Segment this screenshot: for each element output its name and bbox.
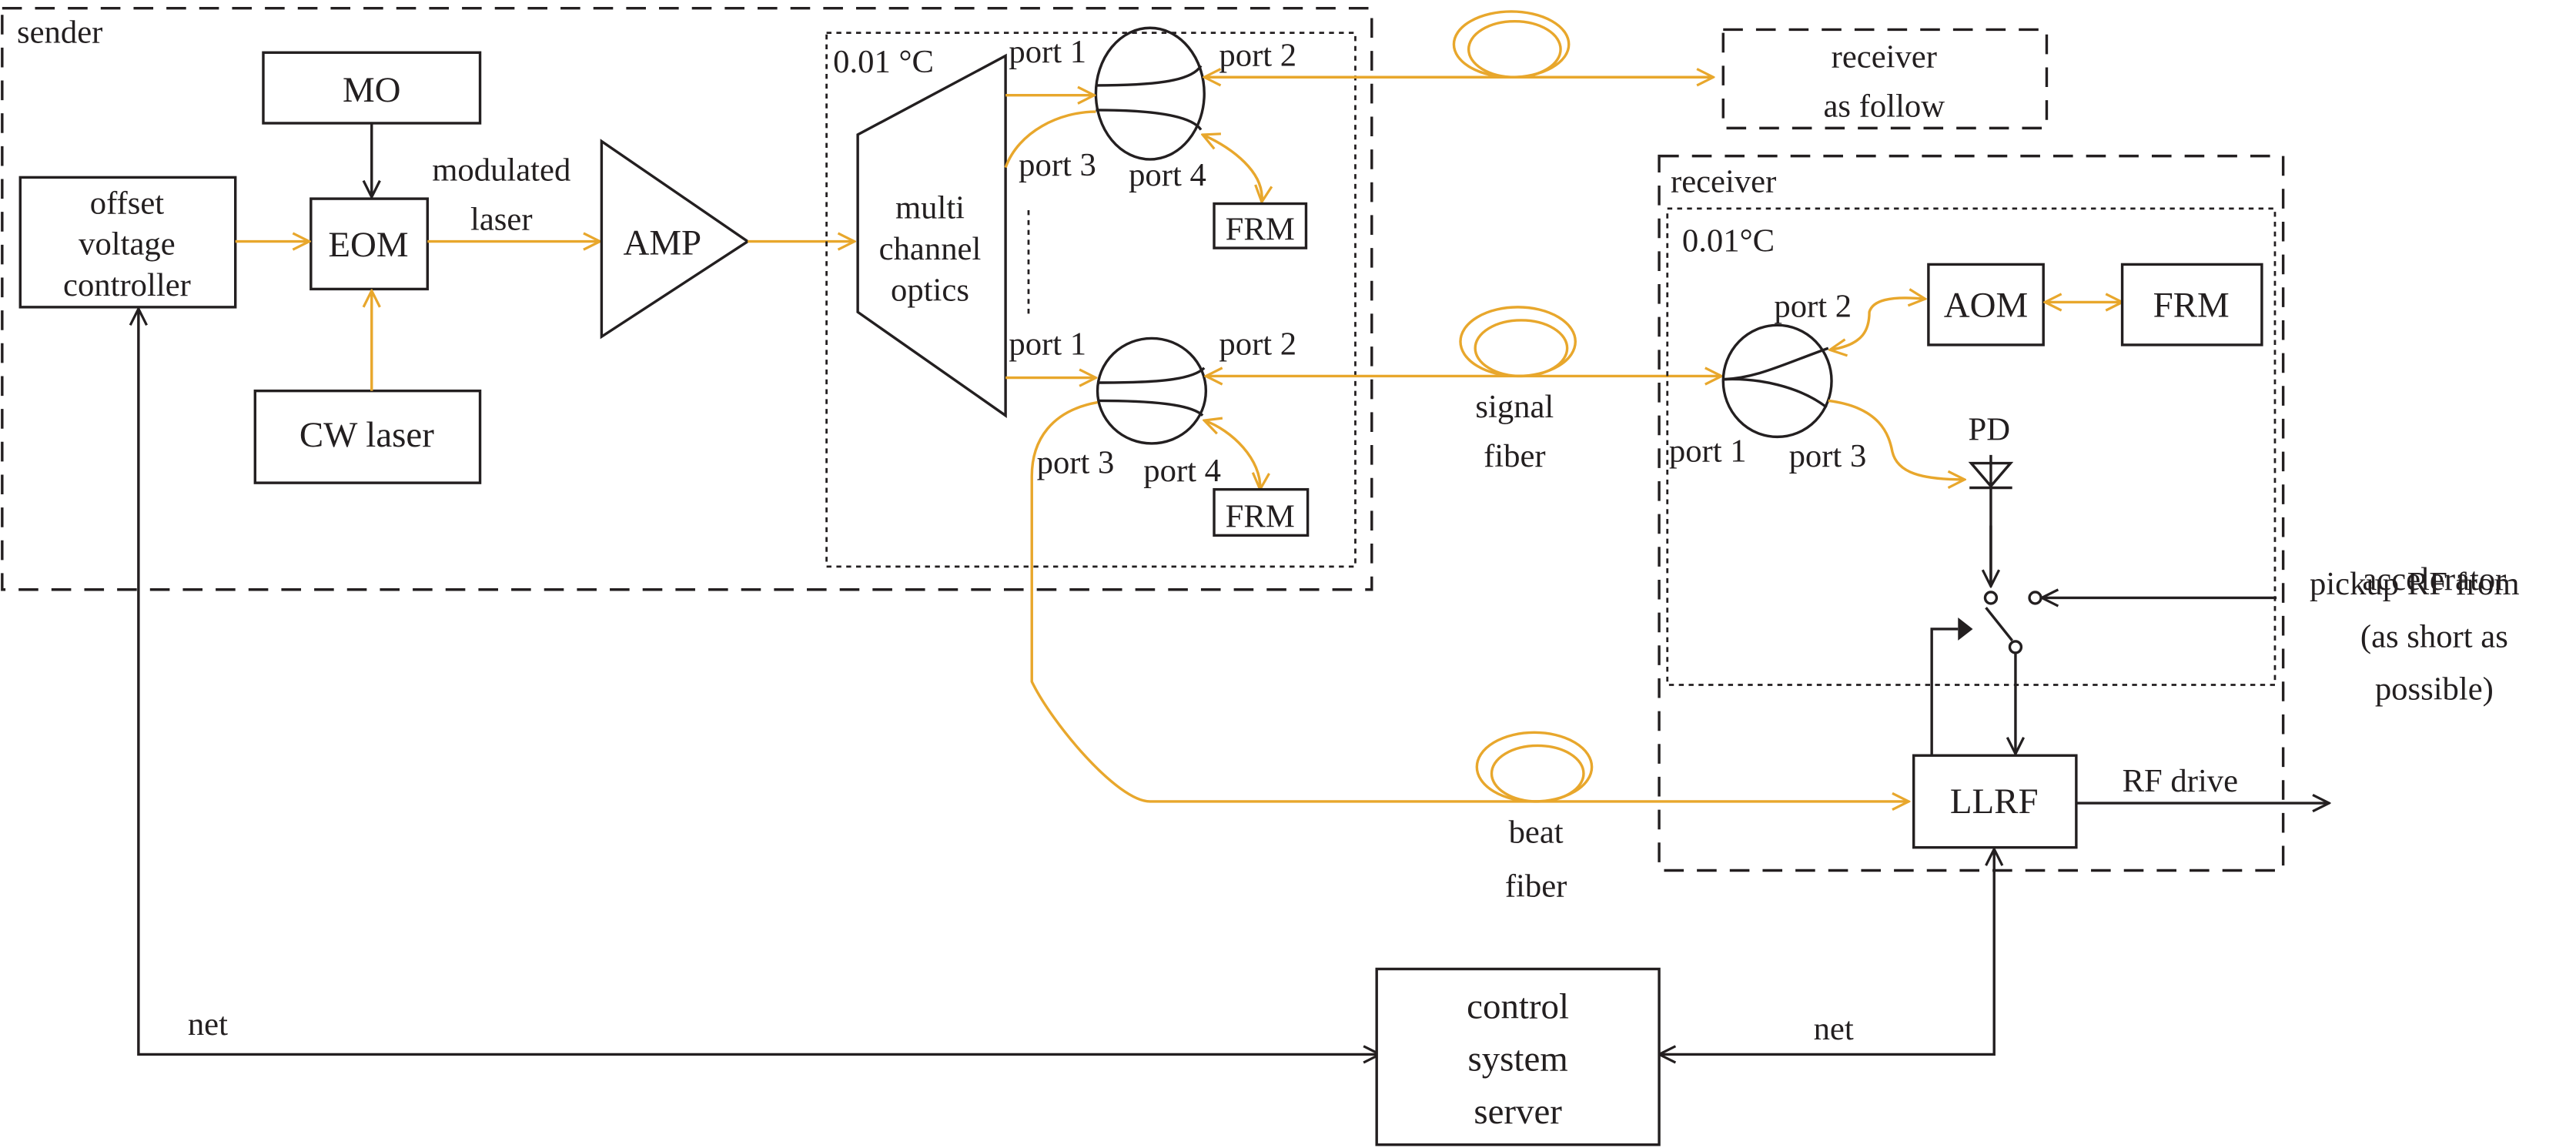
circulator-mid	[1096, 336, 1208, 445]
circulator-top-path-a	[1096, 65, 1203, 87]
offset-voltage-controller-box[interactable]	[18, 176, 237, 309]
control-system-server-block[interactable]: control system server	[1375, 967, 1661, 1146]
signal-fiber-label-2: fiber	[1484, 438, 1546, 474]
pickup-label-1: pickup RF from	[2310, 566, 2520, 602]
top-port3-label: port 3	[1019, 147, 1096, 183]
frm-top-label: FRM	[1226, 211, 1295, 247]
circulator-mid-path-a	[1097, 366, 1206, 384]
llrf-control-to-switch-line	[1930, 628, 1959, 756]
mid-port1-label: port 1	[1009, 326, 1086, 363]
amp-block[interactable]: AMP	[600, 139, 751, 340]
pd-label: PD	[1969, 412, 2011, 448]
circulator-rx-path-a	[1723, 346, 1829, 381]
rx-port2-label: port 2	[1774, 289, 1852, 325]
signal-fiber-label-1: signal	[1475, 389, 1554, 425]
net-right-label: net	[1814, 1011, 1854, 1047]
eom-label: EOM	[328, 225, 408, 265]
llrf-box[interactable]	[1912, 754, 2078, 849]
mid-port2-label: port 2	[1219, 326, 1296, 363]
frm-mid-block[interactable]: FRM	[1213, 487, 1310, 537]
modulated-laser-label-1: modulated	[432, 152, 570, 189]
server-label-2: system	[1467, 1039, 1567, 1079]
eom-block[interactable]: EOM	[309, 197, 429, 291]
rx-port1-label: port 1	[1669, 433, 1747, 469]
top-port4-to-frm	[1203, 135, 1262, 202]
top-port2-label: port 2	[1219, 37, 1296, 73]
server-label-1: control	[1467, 986, 1569, 1026]
offset-line-2: voltage	[79, 226, 176, 263]
top-port3-path	[1004, 110, 1096, 169]
frm-rx-label: FRM	[2153, 286, 2230, 326]
mid-port4-label: port 4	[1143, 453, 1221, 489]
circulator-mid-body	[1096, 336, 1208, 445]
pickup-label-2: accelerator	[2362, 561, 2506, 597]
circulator-top-body	[1094, 26, 1206, 161]
mo-label: MO	[343, 70, 401, 110]
receiver-label: receiver	[1671, 164, 1776, 200]
frm-top-box[interactable]	[1213, 202, 1308, 249]
aom-box[interactable]	[1927, 263, 2045, 346]
circulator-top-path-b	[1096, 109, 1203, 131]
circulator-receiver	[1721, 323, 1833, 439]
sender-temp-label: 0.01 °C	[833, 44, 934, 80]
mux-label-2: channel	[879, 231, 982, 267]
rf-switch-icon[interactable]	[1958, 591, 2042, 654]
llrf-label: LLRF	[1950, 782, 2039, 822]
mid-port3-label: port 3	[1037, 444, 1115, 480]
mux-label-3: optics	[891, 272, 969, 308]
eom-box[interactable]	[309, 197, 429, 291]
llrf-block[interactable]: LLRF	[1912, 754, 2078, 849]
circulator-rx-path-b	[1723, 377, 1828, 409]
receiver-follow-label-1: receiver	[1832, 38, 1937, 75]
server-label-3: server	[1474, 1092, 1562, 1132]
top-port1-label: port 1	[1009, 34, 1086, 70]
beat-fiber-label-2: fiber	[1505, 869, 1567, 905]
modulated-laser-label-2: laser	[470, 202, 533, 238]
net-right-line	[1659, 849, 1994, 1055]
aom-block[interactable]: AOM	[1927, 263, 2045, 346]
mux-label-1: multi	[895, 190, 965, 226]
frm-rx-box[interactable]	[2120, 263, 2263, 346]
amp-label: AMP	[623, 223, 701, 263]
mo-block[interactable]: MO	[262, 51, 482, 125]
signal-fiber-coil-icon	[1459, 306, 1577, 378]
net-left-line	[139, 309, 1380, 1054]
beat-fiber-label-1: beat	[1509, 814, 1564, 850]
pickup-label-4: possible)	[2375, 671, 2494, 708]
net-left-label: net	[188, 1006, 228, 1043]
offset-voltage-controller-block[interactable]: offset voltage controller	[18, 176, 237, 309]
circulator-mid-path-b	[1097, 399, 1204, 417]
top-port4-label: port 4	[1129, 157, 1206, 193]
pickup-label-3: (as short as	[2360, 618, 2508, 654]
circulator-top	[1094, 26, 1206, 161]
mo-box[interactable]	[262, 51, 482, 125]
multi-channel-optics-block[interactable]: multi channel optics	[856, 53, 1007, 418]
rx-port3-to-pd	[1828, 399, 1965, 479]
aom-label: AOM	[1944, 286, 2028, 326]
receiver-as-follow-block[interactable]: receiver as follow	[1721, 28, 2049, 130]
amp-triangle[interactable]	[600, 139, 751, 340]
receiver-as-follow-box[interactable]	[1721, 28, 2049, 130]
rf-drive-label: RF drive	[2123, 763, 2238, 799]
offset-line-1: offset	[90, 185, 165, 221]
sender-label: sender	[17, 14, 102, 50]
frm-top-block[interactable]: FRM	[1213, 202, 1308, 249]
rx-port3-label: port 3	[1789, 438, 1867, 474]
offset-line-3: controller	[63, 267, 191, 303]
circulator-rx-body	[1721, 323, 1833, 439]
rx-port2-to-aom	[1830, 298, 1925, 350]
server-box[interactable]	[1375, 967, 1661, 1146]
beat-fiber-coil-icon	[1475, 731, 1594, 803]
top-fiber-coil-icon	[1452, 10, 1571, 79]
receiver-follow-label-2: as follow	[1824, 88, 1945, 124]
frm-mid-label: FRM	[1226, 499, 1295, 535]
frm-rx-block[interactable]: FRM	[2120, 263, 2263, 346]
cw-laser-block[interactable]: CW laser	[253, 389, 482, 484]
cw-laser-label: CW laser	[299, 415, 434, 455]
receiver-temp-label: 0.01°C	[1682, 223, 1775, 259]
